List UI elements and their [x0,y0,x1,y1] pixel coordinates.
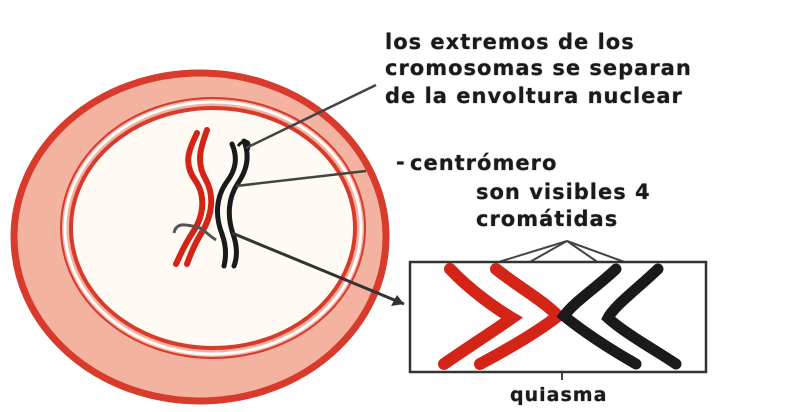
label-cromatidas-line-1: son visibles 4 [476,180,651,204]
nuclear-envelope-inner [71,108,355,348]
label-quiasma: quiasma [510,383,607,407]
label-extremos-line-3: de la envoltura nuclear [385,84,683,108]
label-extremos-line-2: cromosomas se separan [385,56,692,80]
label-centromero-dash: - [396,150,406,174]
label-cromatidas-line-2: cromátidas [476,207,618,231]
label-extremos-line-1: los extremos de los [385,30,635,54]
label-centromero: centrómero [410,151,557,175]
chiasma-inset [410,262,706,372]
